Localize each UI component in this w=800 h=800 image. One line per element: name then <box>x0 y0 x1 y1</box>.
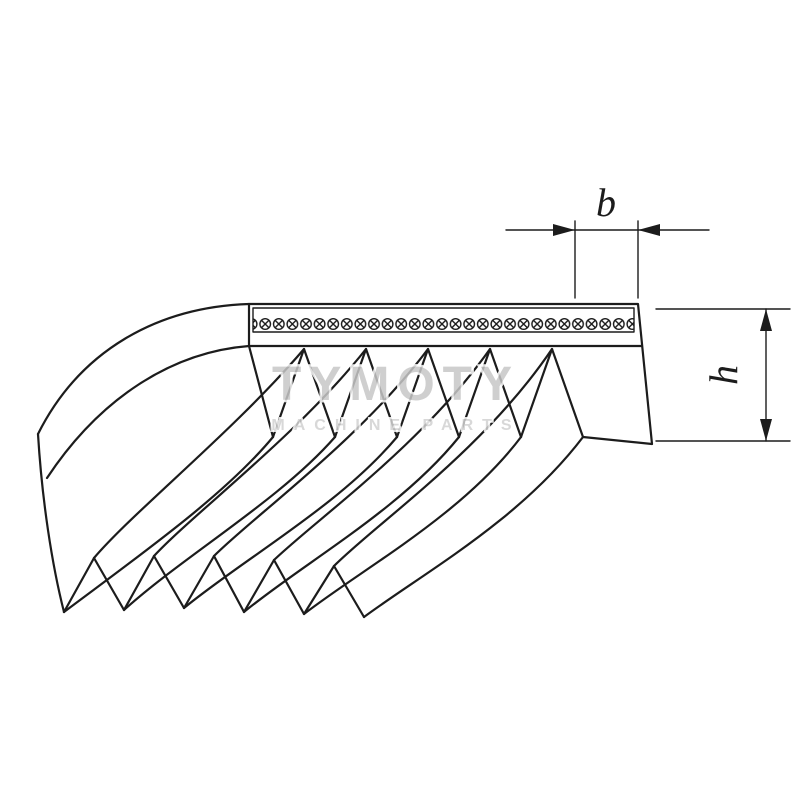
groove-curve <box>332 347 554 568</box>
groove-curve <box>92 347 306 560</box>
groove-curve <box>212 347 430 558</box>
dimension-h-label: h <box>701 365 746 385</box>
arrowhead-left-icon <box>638 224 660 236</box>
groove-curve <box>152 347 368 558</box>
rib-edge-curve <box>182 435 399 610</box>
rib-edge-curves <box>62 435 585 619</box>
dimension-h: h <box>655 308 791 442</box>
arrowhead-up-icon <box>760 309 772 331</box>
belt-front-outline <box>247 302 654 446</box>
rib-edge-curve <box>122 435 337 612</box>
belt-body <box>36 302 654 619</box>
arrowhead-down-icon <box>760 419 772 441</box>
arrowhead-right-icon <box>553 224 575 236</box>
belt-end-left-edge <box>36 432 66 614</box>
belt-end-zigzag <box>62 554 366 619</box>
watermark: TYMOTY MACHINE PARTS <box>269 356 520 437</box>
rib-edge-curve <box>62 435 275 614</box>
belt-back-edge-curve <box>36 302 251 436</box>
watermark-title: TYMOTY <box>272 358 520 411</box>
watermark-subtitle: MACHINE PARTS <box>271 417 520 434</box>
rib-edge-curve <box>242 435 461 614</box>
belt-band-underside-curve <box>45 344 251 480</box>
dimension-b: b <box>505 180 710 299</box>
rib-edge-curve <box>302 435 523 616</box>
rib-edge-curve <box>362 435 585 619</box>
groove-curves <box>92 347 554 568</box>
cord-hatch-band <box>252 307 635 333</box>
groove-curve <box>272 347 492 562</box>
dimension-b-label: b <box>596 180 616 225</box>
